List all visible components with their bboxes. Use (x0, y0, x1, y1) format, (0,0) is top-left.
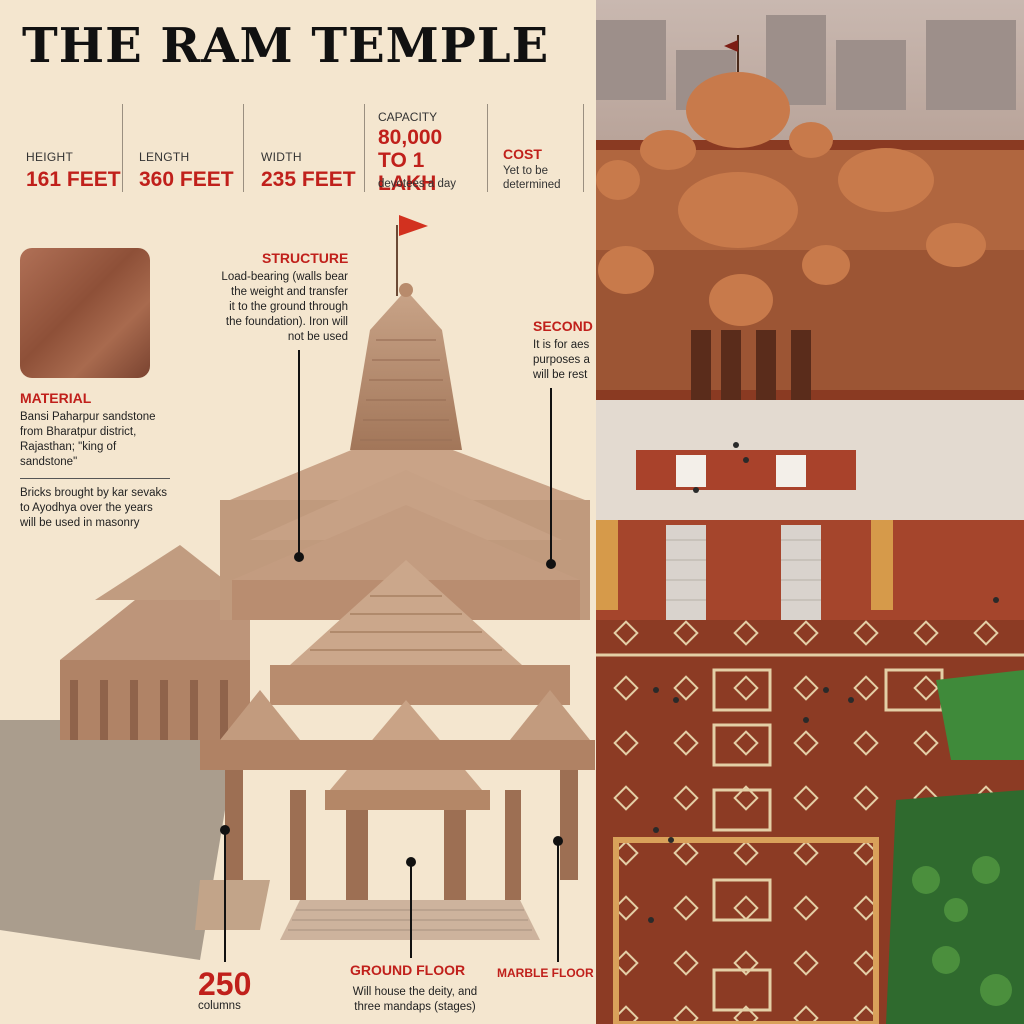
aerial-photo-drawing (596, 0, 1024, 1024)
material-line: Rajasthan; "king of (20, 441, 117, 453)
stat-capacity-value: 80,000 TO 1 LAKH (378, 126, 483, 195)
temple-aerial-photo (596, 0, 1024, 1024)
ground-floor-text: Will house the deity, and three mandaps … (340, 985, 490, 1015)
divider (243, 104, 244, 192)
second-line: will be rest (533, 369, 588, 381)
structure-line: it to the ground through (229, 301, 348, 313)
divider (583, 104, 584, 192)
infographic-panel: THE RAM TEMPLE HEIGHT 161 FEET LENGTH 36… (0, 18, 596, 1015)
page-title: THE RAM TEMPLE (22, 18, 550, 74)
structure-line: the weight and transfer (231, 286, 348, 298)
divider (487, 104, 488, 192)
stat-length: LENGTH 360 FEET (139, 150, 234, 192)
structure-text: Load-bearing (walls bear the weight and … (206, 270, 348, 345)
structure-line: not be used (287, 331, 348, 343)
pointer-line (224, 830, 226, 962)
second-line: purposes a (533, 354, 590, 366)
second-floor-text: It is for aes purposes a will be rest (533, 338, 596, 383)
stat-length-value: 360 FEET (139, 168, 234, 191)
stat-width-value: 235 FEET (261, 168, 356, 191)
structure-line: Load-bearing (walls bear (221, 271, 348, 283)
stat-cost-sub: Yet to be determined (503, 164, 583, 192)
stat-height-value: 161 FEET (26, 168, 121, 191)
second-floor-heading: SECOND (533, 318, 593, 334)
stat-cost-sub-line2: determined (503, 179, 561, 191)
bricks-text: Bricks brought by kar sevaks to Ayodhya … (20, 486, 195, 531)
columns-label: columns (198, 1000, 241, 1012)
temple-illustration (0, 215, 595, 960)
structure-line: the foundation). Iron will (225, 316, 348, 328)
columns-count: 250 (198, 966, 252, 1002)
stat-capacity-sub: devotees a day (378, 178, 457, 190)
stat-capacity-value-line1: 80,000 (378, 126, 443, 149)
bricks-line: will be used in masonry (20, 517, 140, 529)
pointer-line (298, 350, 300, 555)
stat-cost-label: COST (503, 146, 542, 162)
pointer-line (557, 840, 559, 962)
second-line: It is for aes (533, 339, 590, 351)
stat-width: WIDTH 235 FEET (261, 150, 356, 192)
ground-floor-line: Will house the deity, and (352, 986, 478, 998)
material-line: Bansi Paharpur sandstone (20, 411, 156, 423)
ground-floor-heading: GROUND FLOOR (350, 962, 466, 978)
material-line: from Bharatpur district, (20, 426, 137, 438)
divider (20, 478, 170, 479)
bricks-line: Bricks brought by kar sevaks (20, 487, 168, 499)
sandstone-sample-image (20, 248, 150, 378)
material-line: sandstone" (20, 456, 78, 468)
stat-length-label: LENGTH (139, 150, 190, 164)
material-text: Bansi Paharpur sandstone from Bharatpur … (20, 410, 190, 470)
pointer-dot (294, 552, 304, 562)
divider (364, 104, 365, 192)
pointer-line (410, 862, 412, 958)
stat-cost-sub-line1: Yet to be (503, 165, 548, 177)
bricks-line: to Ayodhya over the years (20, 502, 153, 514)
marble-floor-heading: MARBLE FLOOR (497, 966, 594, 980)
stat-capacity-value-line2: TO 1 LAKH (378, 149, 437, 195)
ground-floor-line: three mandaps (stages) (354, 1001, 476, 1013)
divider (122, 104, 123, 192)
stat-height: HEIGHT 161 FEET (26, 150, 121, 192)
pointer-dot (546, 559, 556, 569)
material-heading: MATERIAL (20, 390, 92, 406)
stat-height-label: HEIGHT (26, 150, 74, 164)
structure-heading: STRUCTURE (262, 250, 349, 266)
stat-width-label: WIDTH (261, 150, 302, 164)
stat-capacity-label: CAPACITY (378, 110, 438, 124)
pointer-line (550, 388, 552, 563)
